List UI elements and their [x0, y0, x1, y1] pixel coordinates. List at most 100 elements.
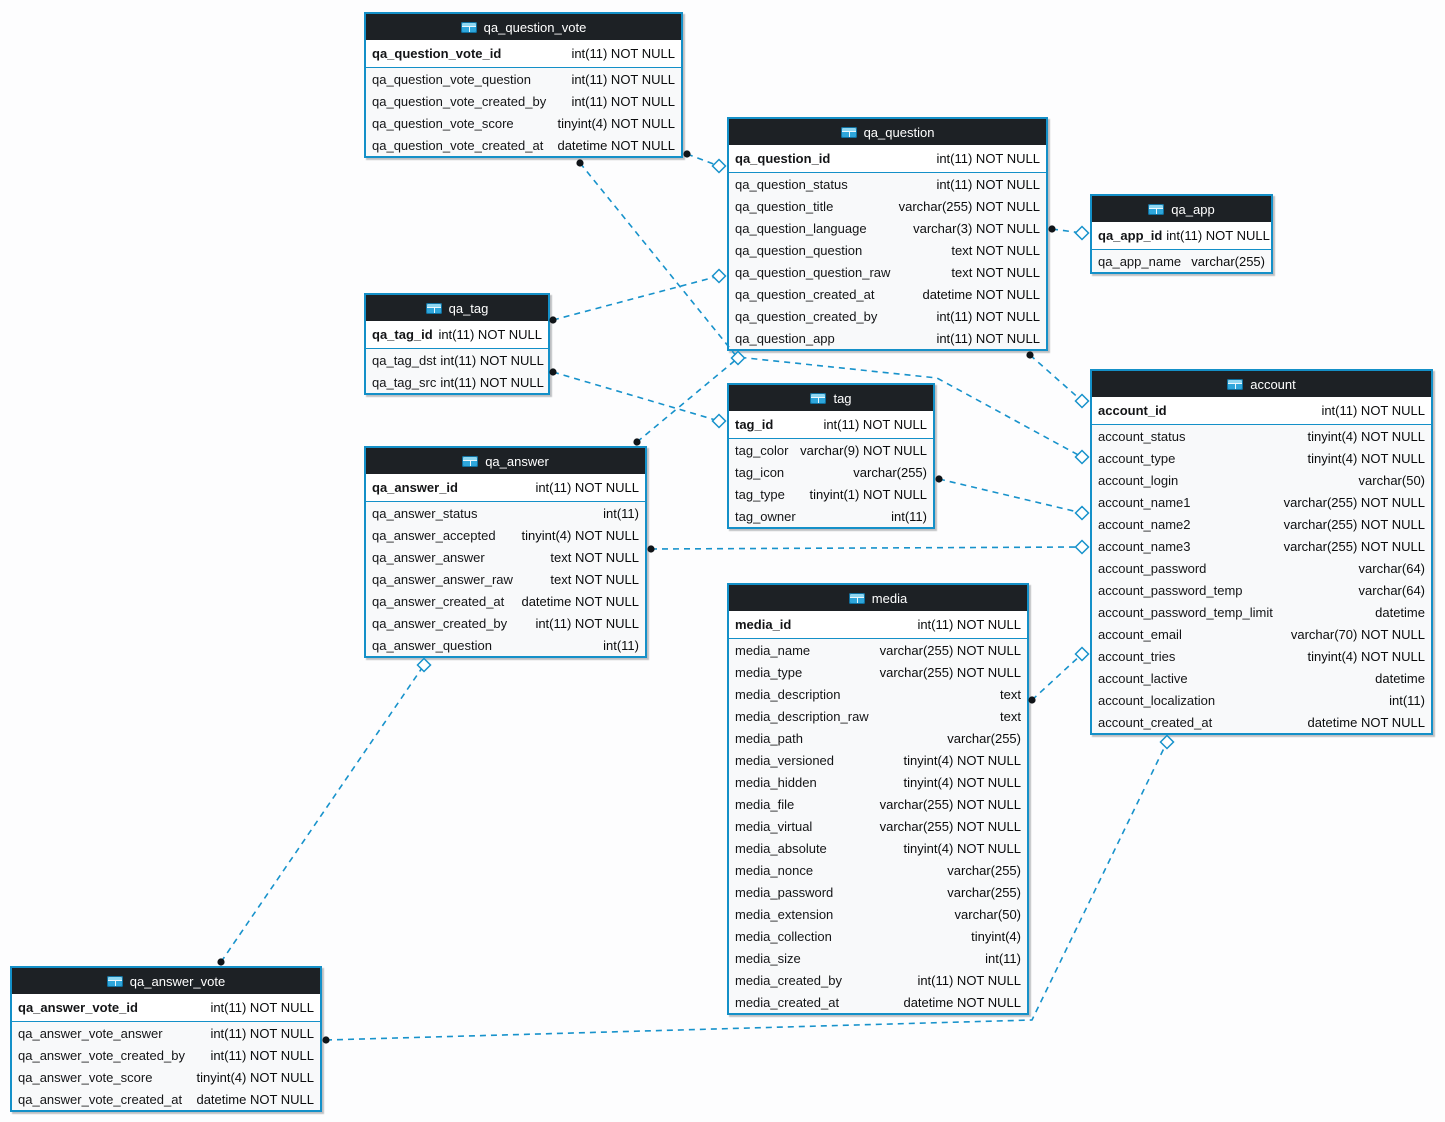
column-type: datetime NOT NULL — [196, 1091, 314, 1107]
column-name: qa_answer_vote_created_by — [18, 1047, 185, 1063]
table-qa_question[interactable]: qa_question qa_question_id int(11) NOT N… — [727, 117, 1048, 351]
column-type: varchar(9) NOT NULL — [800, 442, 927, 458]
table-tag[interactable]: tag tag_id int(11) NOT NULL tag_color va… — [727, 383, 935, 529]
table-header[interactable]: media — [729, 585, 1027, 611]
column-type: text — [1000, 708, 1021, 724]
column-name: qa_tag_dst — [372, 352, 437, 368]
relationship-qa_answer_vote-qa_answer[interactable] — [217, 657, 432, 966]
relationship-qa_answer-account[interactable] — [647, 539, 1090, 555]
column-row: media_nonce varchar(255) — [729, 859, 1027, 881]
table-header[interactable]: qa_question_vote — [366, 14, 681, 40]
column-type: int(11) NOT NULL — [535, 615, 639, 631]
table-qa_answer_vote[interactable]: qa_answer_vote qa_answer_vote_id int(11)… — [10, 966, 322, 1112]
relationship-qa_question-qa_app[interactable] — [1048, 225, 1090, 241]
column-row: media_path varchar(255) — [729, 727, 1027, 749]
column-type: int(11) NOT NULL — [440, 352, 544, 368]
column-name: qa_answer_vote_answer — [18, 1025, 163, 1041]
table-icon — [810, 392, 827, 404]
column-type: text NOT NULL — [951, 264, 1040, 280]
table-header[interactable]: qa_tag — [366, 295, 548, 321]
relationship-one-end-diamond — [1074, 225, 1090, 241]
column-rows: qa_question_status int(11) NOT NULL qa_q… — [729, 173, 1046, 349]
table-header[interactable]: account — [1092, 371, 1431, 397]
relationship-qa_tag-tag[interactable] — [549, 368, 727, 429]
column-name: media_hidden — [735, 774, 817, 790]
column-row: qa_question_title varchar(255) NOT NULL — [729, 195, 1046, 217]
column-type: int(11) NOT NULL — [917, 617, 1021, 632]
table-header[interactable]: qa_answer — [366, 448, 645, 474]
column-name: account_created_at — [1098, 714, 1213, 730]
column-row: account_name3 varchar(255) NOT NULL — [1092, 535, 1431, 557]
column-name: qa_answer_vote_id — [18, 1000, 138, 1015]
column-name: qa_question_vote_id — [372, 46, 502, 61]
column-type: int(11) NOT NULL — [571, 93, 675, 109]
column-name: account_password_temp_limit — [1098, 604, 1273, 620]
column-type: tinyint(4) NOT NULL — [903, 840, 1021, 856]
column-name: qa_answer_answer — [372, 549, 485, 565]
column-row: media_created_at datetime NOT NULL — [729, 991, 1027, 1013]
column-name: account_tries — [1098, 648, 1176, 664]
column-name: media_id — [735, 617, 792, 632]
column-row: media_file varchar(255) NOT NULL — [729, 793, 1027, 815]
relationship-one-end-diamond — [1159, 734, 1175, 750]
column-name: tag_owner — [735, 508, 796, 524]
column-type: varchar(255) NOT NULL — [879, 642, 1021, 658]
relationship-qa_question_vote-qa_question[interactable] — [683, 150, 727, 174]
column-name: media_nonce — [735, 862, 814, 878]
relationship-tag-account[interactable] — [935, 475, 1090, 521]
relationship-one-end-diamond — [1074, 393, 1090, 409]
column-type: int(11) — [891, 508, 927, 524]
relationship-many-end-dot — [1028, 696, 1036, 704]
column-type: varchar(255) — [947, 862, 1021, 878]
column-row: media_size int(11) — [729, 947, 1027, 969]
column-name: qa_question_language — [735, 220, 867, 236]
primary-key-row: qa_answer_id int(11) NOT NULL — [366, 474, 645, 502]
table-media[interactable]: media media_id int(11) NOT NULL media_na… — [727, 583, 1029, 1015]
column-row: qa_answer_question int(11) — [366, 634, 645, 656]
column-row: qa_answer_accepted tinyint(4) NOT NULL — [366, 524, 645, 546]
column-type: int(11) NOT NULL — [936, 176, 1040, 192]
table-header[interactable]: qa_app — [1092, 196, 1271, 222]
relationship-one-end-diamond — [1074, 646, 1090, 662]
column-type: varchar(255) NOT NULL — [1283, 494, 1425, 510]
table-qa_answer[interactable]: qa_answer qa_answer_id int(11) NOT NULL … — [364, 446, 647, 658]
column-row: account_localization int(11) — [1092, 689, 1431, 711]
relationship-qa_tag-qa_question[interactable] — [549, 268, 727, 324]
column-type: datetime — [1375, 670, 1425, 686]
relationship-qa_question-account[interactable] — [1026, 351, 1090, 409]
relationship-media-account[interactable] — [1028, 646, 1090, 704]
table-qa_app[interactable]: qa_app qa_app_id int(11) NOT NULL qa_app… — [1090, 194, 1273, 274]
table-qa_tag[interactable]: qa_tag qa_tag_id int(11) NOT NULL qa_tag… — [364, 293, 550, 395]
relationship-many-end-dot — [549, 368, 557, 376]
column-type: varchar(255) NOT NULL — [1283, 516, 1425, 532]
column-name: account_localization — [1098, 692, 1216, 708]
column-row: media_type varchar(255) NOT NULL — [729, 661, 1027, 683]
column-row: media_description text — [729, 683, 1027, 705]
column-row: account_tries tinyint(4) NOT NULL — [1092, 645, 1431, 667]
column-row: media_created_by int(11) NOT NULL — [729, 969, 1027, 991]
table-header[interactable]: qa_answer_vote — [12, 968, 320, 994]
column-type: text NOT NULL — [951, 242, 1040, 258]
column-type: int(11) NOT NULL — [936, 151, 1040, 166]
column-type: tinyint(4) NOT NULL — [1307, 648, 1425, 664]
column-name: media_type — [735, 664, 803, 680]
table-account[interactable]: account account_id int(11) NOT NULL acco… — [1090, 369, 1433, 735]
column-row: media_virtual varchar(255) NOT NULL — [729, 815, 1027, 837]
table-header[interactable]: qa_question — [729, 119, 1046, 145]
relationship-many-end-dot — [549, 316, 557, 324]
table-header[interactable]: tag — [729, 385, 933, 411]
table-qa_question_vote[interactable]: qa_question_vote qa_question_vote_id int… — [364, 12, 683, 158]
column-name: tag_type — [735, 486, 785, 502]
column-type: int(11) NOT NULL — [936, 330, 1040, 346]
column-type: varchar(3) NOT NULL — [913, 220, 1040, 236]
column-row: qa_answer_vote_answer int(11) NOT NULL — [12, 1022, 320, 1044]
column-name: account_id — [1098, 403, 1167, 418]
column-type: int(11) — [1389, 692, 1425, 708]
column-type: tinyint(1) NOT NULL — [809, 486, 927, 502]
column-type: int(11) — [603, 505, 639, 521]
column-type: tinyint(4) NOT NULL — [521, 527, 639, 543]
column-row: qa_question_app int(11) NOT NULL — [729, 327, 1046, 349]
column-type: tinyint(4) NOT NULL — [1307, 428, 1425, 444]
column-name: media_path — [735, 730, 803, 746]
